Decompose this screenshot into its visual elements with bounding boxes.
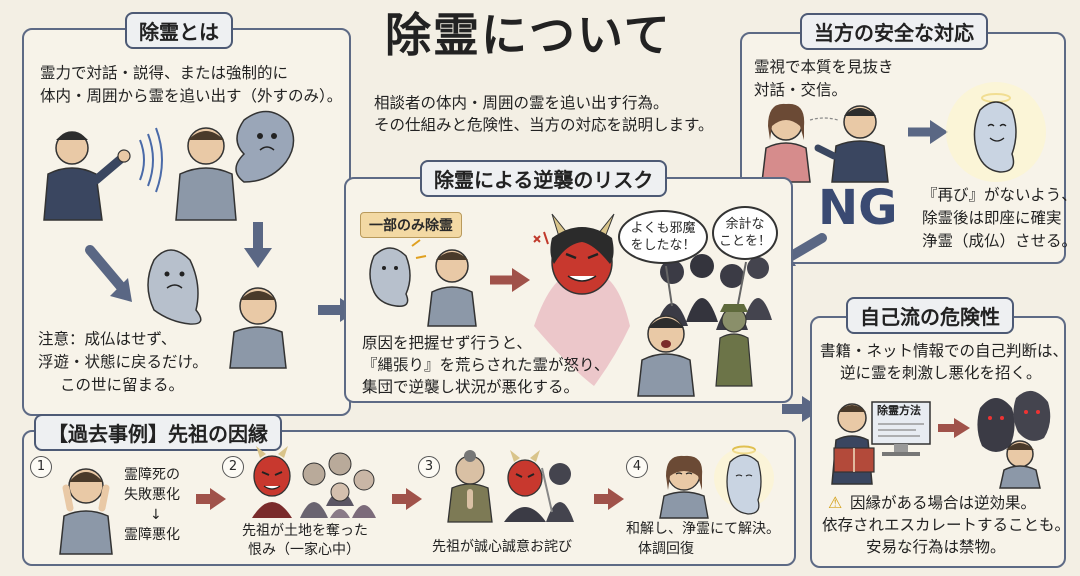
case-title: 【過去事例】先祖の因縁 [34, 414, 282, 451]
safe-title: 当方の安全な対応 [800, 13, 988, 50]
bubble2-line-1: 余計な [725, 217, 765, 232]
self-title: 自己流の危険性 [846, 297, 1014, 334]
ng-label: NG [818, 180, 898, 236]
arrow-step-3-4 [594, 488, 624, 510]
step-4-line-2: 体調回復 [638, 541, 694, 557]
step-4-line-1: 和解し、浄霊にて解決。 [626, 521, 780, 537]
step-3-line-1: 先祖が誠心誠意お詫び [432, 539, 572, 555]
step-1-line-4: 霊障悪化 [124, 527, 180, 543]
safe-line-1: 霊視で本質を見抜き [754, 58, 894, 76]
anger-mark-icon [533, 231, 549, 245]
subtitle-line-1: 相談者の体内・周囲の霊を追い出す行為。 [374, 94, 669, 112]
risk-illustration [369, 213, 772, 397]
speech-bubble-crowd: 余計なことを！ [712, 206, 778, 260]
define-title: 除霊とは [125, 12, 233, 49]
step-4-number: 4 [626, 456, 648, 478]
page-title: 除霊について [385, 8, 672, 62]
step-1-line-3: ↓ [150, 507, 162, 523]
step-3-number: 3 [418, 456, 440, 478]
risk-line-2: 『縄張り』を荒らされた霊が怒り、 [362, 356, 610, 374]
step-2-line-2: 恨み（一家心中） [248, 542, 360, 558]
arrow-step-2-3 [392, 488, 422, 510]
ng-text-3: 浄霊（成仏）させる。 [922, 232, 1078, 250]
exorcist-figure [43, 131, 131, 221]
self-warn-2: 依存されエスカレートすることも。 [822, 516, 1071, 534]
reading-man [831, 403, 875, 485]
frightened-person [999, 440, 1041, 489]
bubble2-line-2: ことを！ [718, 234, 771, 249]
worried-man [427, 249, 477, 327]
ng-text-2: 除霊後は即座に確実 [922, 209, 1062, 227]
step-2-number: 2 [222, 456, 244, 478]
woman-client [761, 103, 811, 183]
arrow-step-1-2 [196, 488, 226, 510]
step-1-line-1: 霊障死の [124, 467, 180, 483]
bubble1-line-1: よくも邪魔 [630, 221, 696, 236]
define-line-1: 霊力で対話・説得、または強制的に [40, 64, 289, 82]
define-note-3: この世に留まる。 [60, 376, 185, 394]
define-line-2: 体内・周囲から霊を追い出す（外すのみ）。 [40, 87, 343, 105]
self-line-2: 逆に霊を刺激し悪化を招く。 [840, 364, 1042, 382]
scared-man [637, 315, 695, 397]
red-oni [252, 446, 292, 518]
sad-family [300, 452, 376, 518]
praying-ancestor [447, 450, 493, 523]
oni-with-shadows [504, 450, 574, 522]
ng-text-1: 『再び』がないよう、 [922, 186, 1077, 204]
ghost-leaving [235, 110, 295, 183]
step-1-number: 1 [30, 456, 52, 478]
demon-figure [534, 213, 630, 386]
monitor-label: 除霊方法 [877, 404, 921, 417]
step-1-line-2: 失敗悪化 [124, 487, 180, 503]
define-illustration [43, 110, 295, 369]
calm-woman [659, 455, 709, 519]
speech-bubble-demon: よくも邪魔をしたな！ [618, 210, 708, 264]
risk-line-3: 集団で逆襲し状況が悪化する。 [362, 378, 580, 396]
computer-monitor-icon [871, 401, 931, 456]
relieved-client [229, 287, 287, 369]
subtitle-line-2: その仕組みと危険性、当方の対応を説明します。 [374, 116, 714, 134]
medium-figure [814, 105, 889, 183]
step-2-illustration [252, 446, 376, 518]
safe-illustration [761, 82, 1046, 183]
warning-icon: ⚠ [828, 493, 843, 512]
step-4-illustration [659, 445, 774, 519]
soldier-ghost [715, 304, 753, 387]
small-ghost [369, 239, 427, 307]
angry-shadow-ghosts [977, 390, 1051, 452]
bubble1-line-2: をしたな！ [630, 238, 696, 253]
floating-ghost [147, 249, 202, 325]
peaceful-ghost [946, 82, 1046, 182]
step-1-illustration [59, 468, 113, 555]
client-figure [175, 127, 237, 221]
define-panel [22, 28, 351, 416]
self-illustration [831, 390, 1051, 489]
angel-ghost [714, 445, 774, 515]
define-note-1: 注意：成仏はせず、 [38, 330, 177, 348]
step-2-line-1: 先祖が土地を奪った [242, 523, 368, 539]
risk-title: 除霊による逆襲のリスク [420, 160, 668, 197]
risk-line-1: 原因を把握せず行うと、 [362, 334, 532, 352]
self-warn-1: 因縁がある場合は逆効果。 [850, 494, 1037, 512]
self-line-1: 書籍・ネット情報での自己判断は、 [820, 342, 1069, 360]
step-3-illustration [447, 450, 574, 523]
partial-exorcism-tag: 一部のみ除霊 [360, 212, 462, 238]
safe-line-2: 対話・交信。 [754, 81, 848, 99]
self-warn-3: 安易な行為は禁物。 [866, 538, 1006, 556]
define-note-2: 浮遊・状態に戻るだけ。 [38, 353, 208, 371]
